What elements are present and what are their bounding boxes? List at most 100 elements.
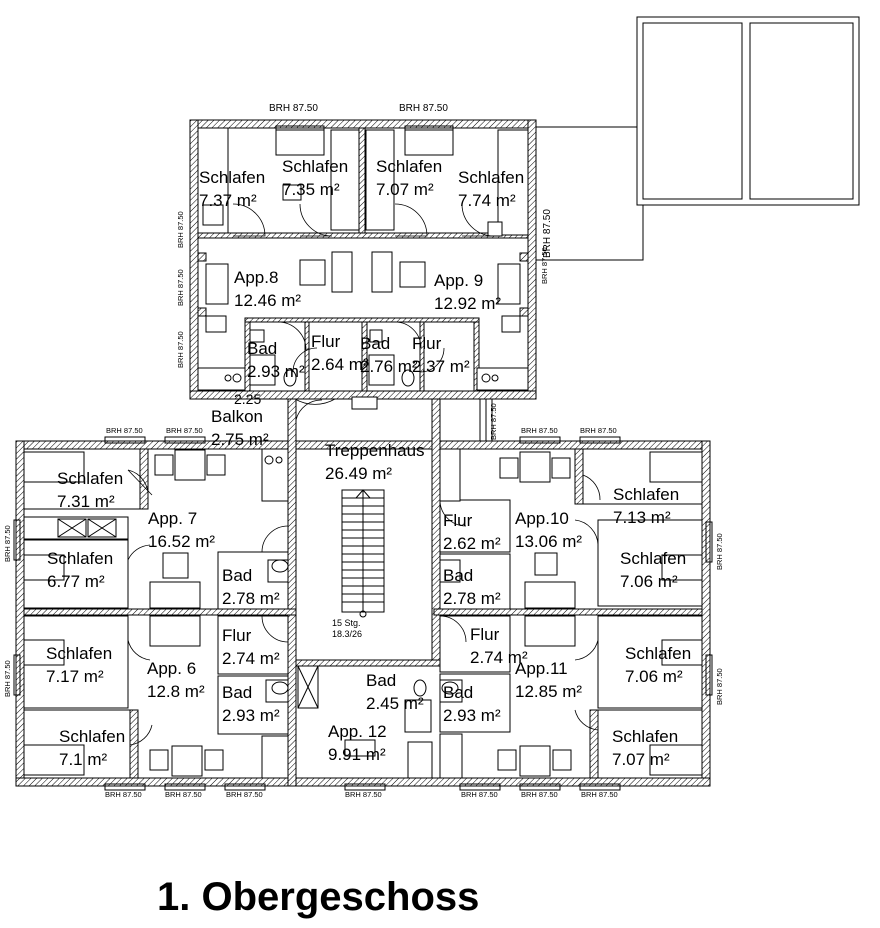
brh-label: BRH 87.50 [166, 426, 203, 435]
room-name: App. 7 [148, 509, 197, 528]
brh-label: BRH 87.50 [226, 790, 263, 799]
stair-steps-label: 15 Stg. [332, 618, 361, 628]
room-name: Schlafen [57, 469, 123, 488]
room-name: Bad [360, 334, 390, 353]
brh-label: BRH 87.50 [105, 790, 142, 799]
room-area: 12.8 m² [147, 682, 205, 701]
brh-label: BRH 87.50 [461, 790, 498, 799]
room-area: 2.45 m² [366, 694, 424, 713]
balcony-structure [536, 16, 860, 261]
room-name: Flur [443, 511, 473, 530]
room-name: Bad [443, 683, 473, 702]
brh-label: BRH 87.50 [540, 247, 549, 284]
brh-label: BRH 87.50 [106, 426, 143, 435]
room-area: 7.13 m² [613, 508, 671, 527]
room-area: 12.92 m² [434, 294, 501, 313]
room-area: 2.78 m² [222, 589, 280, 608]
brh-label: BRH 87.50 [3, 660, 12, 697]
room-area: 7.07 m² [612, 750, 670, 769]
upper-furniture [197, 127, 529, 442]
room-area: 12.46 m² [234, 291, 301, 310]
room-name: App.11 [515, 659, 568, 678]
room-name: Schlafen [199, 168, 265, 187]
room-name: Schlafen [620, 549, 686, 568]
room-area: 2.37 m² [412, 357, 470, 376]
room-area: 7.37 m² [199, 191, 257, 210]
dimension-label: 2.25 [234, 391, 261, 407]
room-name: Flur [470, 625, 500, 644]
stair-ratio-label: 18.3/26 [332, 629, 362, 639]
room-area: 2.75 m² [211, 430, 269, 449]
room-area: 2.74 m² [222, 649, 280, 668]
floor-title: 1. Obergeschoss [157, 875, 480, 919]
room-name: App.8 [234, 268, 278, 287]
room-name: Bad [366, 671, 396, 690]
room-area: 7.31 m² [57, 492, 115, 511]
brh-label: BRH 87.50 [176, 331, 185, 368]
room-name: Schlafen [47, 549, 113, 568]
room-area: 7.06 m² [625, 667, 683, 686]
room-name: App. 9 [434, 271, 483, 290]
room-area: 2.76 m² [360, 357, 418, 376]
brh-label: BRH 87.50 [176, 211, 185, 248]
room-name: Schlafen [59, 727, 125, 746]
room-name: Bad [222, 683, 252, 702]
brh-label: BRH 87.50 [489, 403, 498, 440]
room-area: 2.62 m² [443, 534, 501, 553]
room-area: 9.91 m² [328, 745, 386, 764]
room-area: 7.17 m² [46, 667, 104, 686]
room-area: 16.52 m² [148, 532, 215, 551]
room-area: 26.49 m² [325, 464, 392, 483]
brh-label: BRH 87.50 [176, 269, 185, 306]
lower-furniture [23, 448, 703, 779]
brh-label: BRH 87.50 [165, 790, 202, 799]
room-name: Schlafen [613, 485, 679, 504]
room-name: Flur [222, 626, 252, 645]
brh-label: BRH 87.50 [581, 790, 618, 799]
room-name: Flur [311, 332, 341, 351]
room-area: 12.85 m² [515, 682, 582, 701]
upper-doors [232, 203, 495, 405]
room-area: 2.74 m² [470, 648, 528, 667]
room-name: Schlafen [376, 157, 442, 176]
brh-label: BRH 87.50 [542, 209, 553, 258]
brh-label: BRH 87.50 [521, 426, 558, 435]
brh-label: BRH 87.50 [715, 668, 724, 705]
room-area: 7.1 m² [59, 750, 108, 769]
room-name: Flur [412, 334, 442, 353]
room-name: App. 12 [328, 722, 387, 741]
room-area: 6.77 m² [47, 572, 105, 591]
room-area: 7.35 m² [282, 180, 340, 199]
room-area: 13.06 m² [515, 532, 582, 551]
brh-label: BRH 87.50 [580, 426, 617, 435]
room-name: App. 6 [147, 659, 196, 678]
room-area: 7.07 m² [376, 180, 434, 199]
upper-block-walls [189, 119, 537, 400]
room-name: Schlafen [282, 157, 348, 176]
room-labels: Schlafen 7.37 m² Schlafen 7.35 m² Schlaf… [46, 157, 691, 769]
lower-doors [127, 399, 601, 746]
room-name: App.10 [515, 509, 569, 528]
room-name: Bad [222, 566, 252, 585]
room-name: Schlafen [46, 644, 112, 663]
room-name: Schlafen [625, 644, 691, 663]
room-name: Bad [443, 566, 473, 585]
room-area: 2.93 m² [247, 362, 305, 381]
stairs [341, 489, 385, 618]
brh-labels: BRH 87.50 BRH 87.50 BRH 87.50 BRH 87.50 … [3, 103, 724, 799]
room-area: 2.93 m² [443, 706, 501, 725]
room-name: Bad [247, 339, 277, 358]
room-area: 7.74 m² [458, 191, 516, 210]
room-name: Schlafen [458, 168, 524, 187]
brh-label: BRH 87.50 [269, 103, 318, 114]
room-area: 2.64 m² [311, 355, 369, 374]
room-area: 2.93 m² [222, 706, 280, 725]
room-area: 7.06 m² [620, 572, 678, 591]
room-name: Schlafen [612, 727, 678, 746]
brh-label: BRH 87.50 [521, 790, 558, 799]
brh-label: BRH 87.50 [715, 533, 724, 570]
room-name: Treppenhaus [325, 441, 425, 460]
brh-label: BRH 87.50 [3, 525, 12, 562]
brh-label: BRH 87.50 [345, 790, 382, 799]
